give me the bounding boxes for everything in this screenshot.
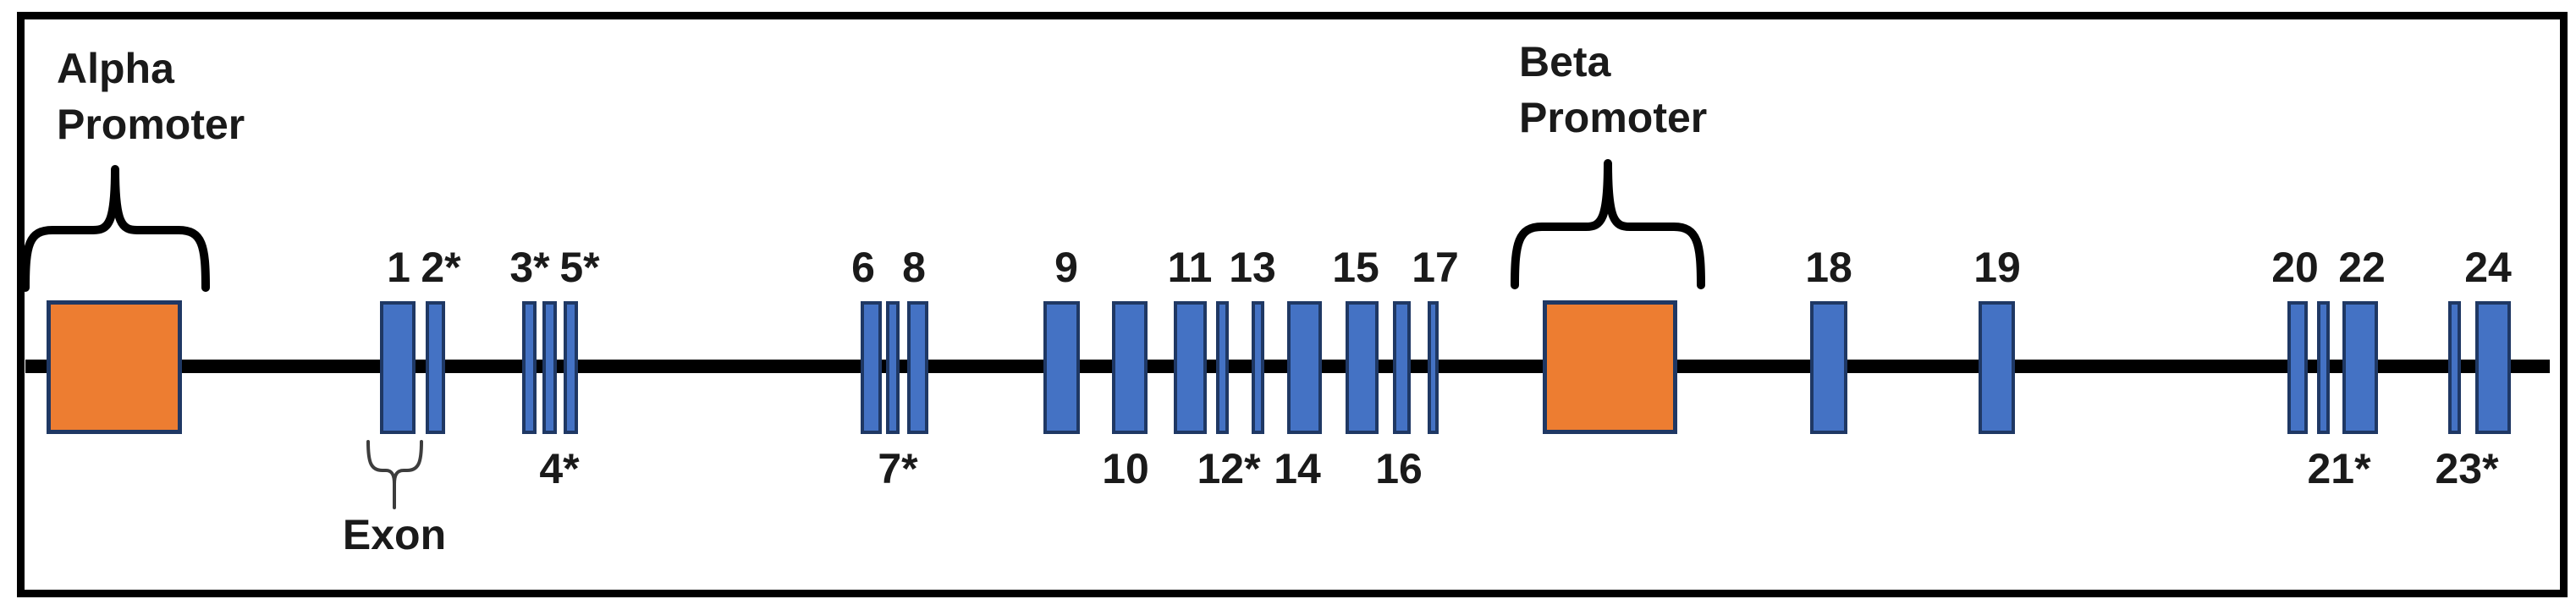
beta-promoter-label-line2: Promoter (1519, 94, 1708, 141)
exon-label: 17 (1412, 244, 1459, 291)
exon-box (1979, 301, 2015, 434)
exon-label: 20 (2271, 244, 2319, 291)
exon-label: 15 (1332, 244, 1379, 291)
exon-label: 16 (1375, 445, 1423, 492)
exon-label: 4* (539, 445, 580, 492)
exon-box (426, 301, 445, 434)
exon-label: 7* (878, 445, 918, 492)
alpha-promoter-label-line2: Promoter (57, 101, 245, 148)
exon-box (2342, 301, 2378, 434)
exon-label: 12* (1197, 445, 1261, 492)
exon-box (886, 301, 900, 434)
exon-box (380, 301, 416, 434)
alpha-promoter-label-line1: Alpha (57, 45, 174, 92)
exon-label: 14 (1274, 445, 1321, 492)
exon-box (2448, 301, 2461, 434)
exon-box (1287, 301, 1322, 434)
exon-label: 5* (559, 244, 600, 291)
beta-promoter-box (1543, 300, 1677, 434)
exon-box (1216, 301, 1229, 434)
exon-label: 22 (2338, 244, 2386, 291)
exon-label: 9 (1054, 244, 1078, 291)
exon-box (1810, 301, 1847, 434)
exon-label: 1 (387, 244, 410, 291)
exon-box (1112, 301, 1148, 434)
exon-box (1393, 301, 1411, 434)
exon-label: 21* (2307, 445, 2371, 492)
figure-frame (17, 12, 2568, 597)
exon-box (1346, 301, 1379, 434)
exon-label: 11 (1167, 244, 1213, 291)
alpha-promoter-label: Alpha Promoter (57, 41, 245, 152)
exon-box (907, 301, 928, 434)
exon-label: 3* (509, 244, 550, 291)
exon-box (2317, 301, 2330, 434)
exon-label: 23* (2435, 445, 2499, 492)
exon-annotation-label: Exon (342, 511, 447, 558)
exon-label: 13 (1229, 244, 1276, 291)
exon-box (1043, 301, 1080, 434)
beta-promoter-label: Beta Promoter (1519, 34, 1707, 146)
exon-label: 10 (1102, 445, 1149, 492)
exon-label: 24 (2464, 244, 2512, 291)
exon-box (564, 301, 578, 434)
exon-box (1252, 301, 1264, 434)
beta-promoter-label-line1: Beta (1519, 38, 1611, 85)
exon-box (861, 301, 882, 434)
exon-label: 2* (421, 244, 461, 291)
exon-box (542, 301, 557, 434)
alpha-promoter-box (47, 300, 182, 434)
exon-label: 8 (902, 244, 926, 291)
exon-box (1174, 301, 1207, 434)
exon-box (522, 301, 537, 434)
exon-box (2475, 301, 2511, 434)
exon-box (2287, 301, 2308, 434)
exon-label: 18 (1805, 244, 1852, 291)
exon-label: 19 (1973, 244, 2021, 291)
exon-label: 6 (851, 244, 875, 291)
exon-box (1428, 301, 1439, 434)
